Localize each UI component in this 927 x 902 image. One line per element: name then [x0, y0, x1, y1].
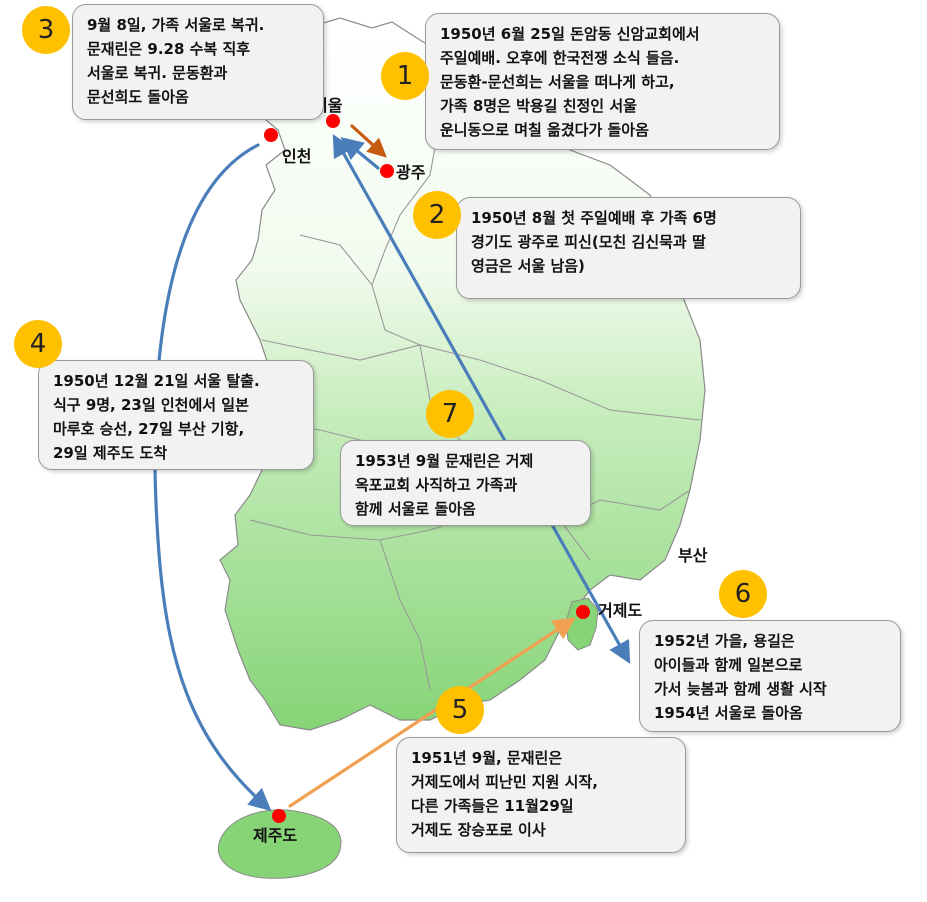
step-2-badge: 2 — [413, 191, 461, 239]
step-2-line-1: 1950년 8월 첫 주일예배 후 가족 6명 — [471, 209, 717, 227]
marker-jeju — [272, 809, 286, 823]
step-3-line-2: 문재린은 9.28 수복 직후 — [87, 40, 251, 58]
step-3-line-3: 서울로 복귀. 문동환과 — [87, 64, 228, 82]
step-4-badge: 4 — [14, 320, 62, 368]
step-1-callout: 1950년 6월 25일 돈암동 신암교회에서 주일예배. 오후에 한국전쟁 소… — [425, 13, 780, 150]
step-6-line-3: 가서 늦봄과 함께 생활 시작 — [654, 680, 827, 698]
step-6-line-2: 아이들과 함께 일본으로 — [654, 656, 803, 674]
step-7-callout: 1953년 9월 문재린은 거제 옥포교회 사직하고 가족과 함께 서울로 돌아… — [340, 440, 591, 526]
step-1-line-2: 주일예배. 오후에 한국전쟁 소식 들음. — [440, 49, 680, 67]
place-label-incheon: 인천 — [282, 147, 312, 166]
route-incheon-to-jeju — [153, 143, 272, 811]
step-1-badge: 1 — [381, 52, 429, 100]
route-geoje-seoul — [332, 134, 631, 664]
step-1-line-5: 운니동으로 며칠 옮겼다가 돌아옴 — [440, 121, 649, 139]
marker-gwangju — [380, 164, 394, 178]
step-7-line-2: 옥포교회 사직하고 가족과 — [355, 476, 518, 494]
place-label-gwangju: 광주 — [396, 163, 426, 182]
step-3-line-1: 9월 8일, 가족 서울로 복귀. — [87, 16, 265, 34]
step-6-line-4: 1954년 서울로 돌아옴 — [654, 704, 803, 722]
step-5-line-1: 1951년 9월, 문재린은 — [411, 749, 563, 767]
step-3-badge: 3 — [22, 6, 70, 54]
marker-incheon — [264, 128, 278, 142]
place-label-busan: 부산 — [678, 546, 708, 565]
step-4-line-3: 마루호 승선, 27일 부산 기항, — [53, 420, 245, 438]
step-3-line-4: 문선희도 돌아옴 — [87, 88, 189, 106]
step-1-line-4: 가족 8명은 박용길 친정인 서울 — [440, 97, 637, 115]
step-4-callout: 1950년 12월 21일 서울 탈출. 식구 9명, 23일 인천에서 일본 … — [38, 360, 314, 470]
step-7-badge: 7 — [426, 390, 474, 438]
step-1-line-3: 문동환-문선희는 서울을 떠나게 하고, — [440, 73, 675, 91]
step-5-callout: 1951년 9월, 문재린은 거제도에서 피난민 지원 시작, 다른 가족들은 … — [396, 737, 686, 853]
step-4-line-4: 29일 제주도 도착 — [53, 444, 168, 462]
step-3-callout: 9월 8일, 가족 서울로 복귀. 문재린은 9.28 수복 직후 서울로 복귀… — [72, 4, 324, 120]
marker-geoje — [576, 605, 590, 619]
step-1-line-1: 1950년 6월 25일 돈암동 신암교회에서 — [440, 25, 700, 43]
step-7-line-1: 1953년 9월 문재린은 거제 — [355, 452, 534, 470]
place-label-jeju: 제주도 — [253, 826, 298, 845]
step-6-badge: 6 — [719, 570, 767, 618]
route-seoul-to-gwangju — [350, 124, 387, 158]
place-label-geoje: 거제도 — [598, 601, 643, 620]
routes — [153, 124, 631, 811]
step-6-callout: 1952년 가을, 용길은 아이들과 함께 일본으로 가서 늦봄과 함께 생활 … — [639, 620, 901, 732]
step-4-line-1: 1950년 12월 21일 서울 탈출. — [53, 372, 260, 390]
city-markers — [264, 114, 590, 823]
marker-seoul — [326, 114, 340, 128]
step-5-line-3: 다른 가족들은 11월29일 — [411, 797, 574, 815]
route-jeju-to-geoje — [288, 617, 576, 808]
step-2-line-2: 경기도 광주로 피신(모친 김신묵과 딸 — [471, 233, 706, 251]
step-4-line-2: 식구 9명, 23일 인천에서 일본 — [53, 396, 249, 414]
step-5-badge: 5 — [436, 686, 484, 734]
step-5-line-4: 거제도 장승포로 이사 — [411, 821, 546, 839]
route-gwangju-to-seoul — [340, 137, 380, 170]
step-7-line-3: 함께 서울로 돌아옴 — [355, 500, 476, 518]
step-2-callout: 1950년 8월 첫 주일예배 후 가족 6명 경기도 광주로 피신(모친 김신… — [456, 197, 801, 299]
step-2-line-3: 영금은 서울 남음) — [471, 257, 585, 275]
step-6-line-1: 1952년 가을, 용길은 — [654, 632, 795, 650]
step-5-line-2: 거제도에서 피난민 지원 시작, — [411, 773, 598, 791]
